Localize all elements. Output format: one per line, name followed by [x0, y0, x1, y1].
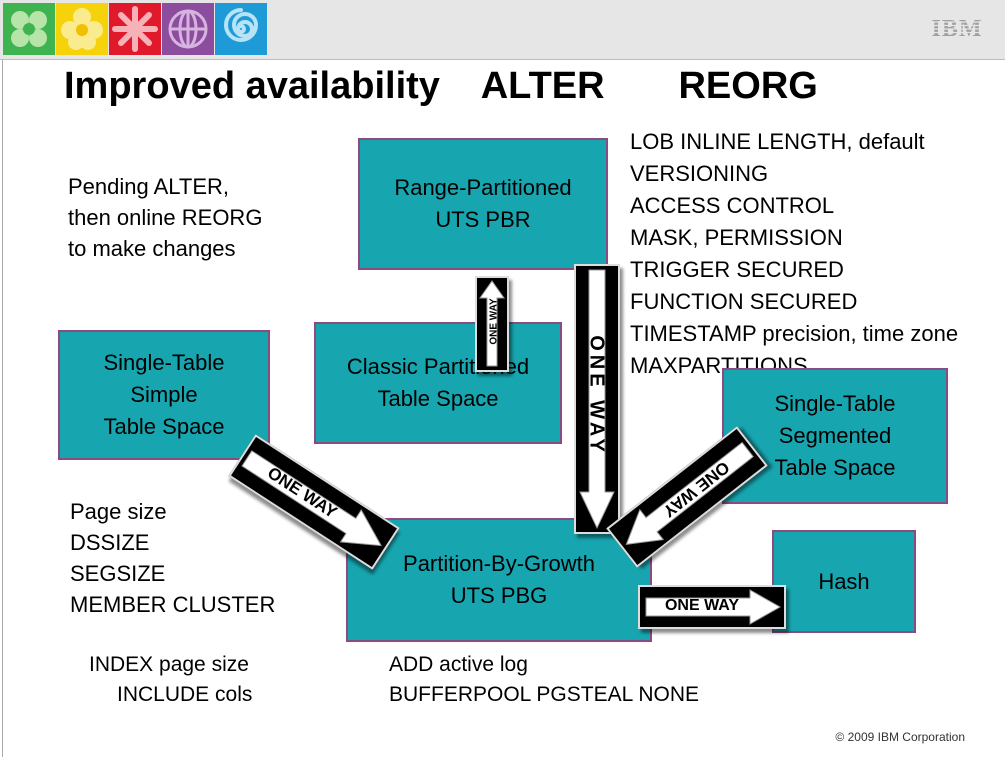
sign-label: ONE WAY — [585, 335, 608, 456]
box-line: Range-Partitioned — [394, 175, 572, 200]
option-line: INDEX page size — [89, 653, 249, 676]
option-line: VERSIONING — [630, 161, 769, 186]
blue-spiral-icon — [215, 3, 267, 55]
box-line: Table Space — [774, 455, 896, 480]
note-line: then online REORG — [68, 205, 263, 230]
note-line: to make changes — [68, 236, 236, 261]
sign-label: ONE WAY — [664, 597, 740, 614]
option-line: TRIGGER SECURED — [630, 257, 844, 282]
option-line: BUFFERPOOL PGSTEAL NONE — [389, 683, 700, 706]
copyright-footer: © 2009 IBM Corporation — [835, 730, 965, 744]
arrow-right-icon — [645, 589, 782, 625]
green-flower-icon — [3, 3, 55, 55]
hash-box: Hash — [772, 530, 916, 633]
arrow-left-icon — [625, 441, 754, 546]
single-table-simple-box: Single-Table Simple Table Space — [58, 330, 270, 460]
alter-options-list: LOB INLINE LENGTH, default VERSIONING AC… — [630, 126, 958, 382]
header-bar: IBM — [0, 0, 1005, 60]
box-line: Table Space — [377, 386, 499, 411]
box-line: UTS PBG — [450, 583, 548, 608]
single-table-segmented-box: Single-Table Segmented Table Space — [722, 368, 948, 504]
one-way-sign-range-to-pbg: ONE WAY — [574, 264, 620, 534]
option-line: LOB INLINE LENGTH, default — [630, 129, 925, 154]
box-line: Single-Table — [103, 350, 225, 375]
box-line: Hash — [818, 568, 870, 594]
arrow-right-icon — [241, 450, 382, 547]
one-way-sign-simple-to-pbg: ONE WAY — [228, 434, 400, 570]
classic-partitioned-box: Classic Partitioned Table Space — [314, 322, 562, 444]
red-asterisk-icon — [109, 3, 161, 55]
arrow-down-icon — [579, 269, 615, 530]
pending-alter-note: Pending ALTER, then online REORG to make… — [68, 171, 262, 264]
box-line: Single-Table — [774, 391, 896, 416]
note-line: Pending ALTER, — [68, 174, 230, 199]
one-way-sign-classic-to-range: ONE WAY — [475, 276, 509, 372]
arrow-up-icon — [479, 280, 505, 367]
option-line: MASK, PERMISSION — [630, 225, 843, 250]
option-line: SEGSIZE — [70, 561, 166, 586]
one-way-sign-segmented-to-pbg: ONE WAY — [606, 426, 768, 568]
purple-globe-icon — [162, 3, 214, 55]
sign-label: ONE WAY — [488, 298, 500, 345]
box-line: Segmented — [778, 423, 892, 448]
one-way-sign-pbg-to-hash: ONE WAY — [638, 585, 786, 629]
yellow-flower-icon — [56, 3, 108, 55]
option-line: Page size — [70, 499, 167, 524]
option-line: TIMESTAMP precision, time zone — [630, 321, 959, 346]
option-line: MEMBER CLUSTER — [70, 592, 276, 617]
ibm-logo: IBM — [927, 16, 987, 41]
box-line: Table Space — [103, 414, 225, 439]
header-divider — [0, 59, 1005, 60]
log-options-list: ADD active log BUFFERPOOL PGSTEAL NONE — [389, 650, 699, 710]
partition-by-growth-box: Partition-By-Growth UTS PBG — [346, 518, 652, 642]
box-line: Partition-By-Growth — [403, 551, 595, 576]
option-line: ADD active log — [389, 653, 528, 676]
range-partitioned-box: Range-Partitioned UTS PBR — [358, 138, 608, 270]
slide-left-border — [2, 60, 3, 757]
option-line: FUNCTION SECURED — [630, 289, 858, 314]
box-line: Simple — [130, 382, 198, 407]
option-line: INCLUDE cols — [117, 683, 253, 706]
slide-title: Improved availability ALTER REORG — [64, 65, 818, 107]
box-line: UTS PBR — [435, 207, 531, 232]
option-line: DSSIZE — [70, 530, 150, 555]
option-line: ACCESS CONTROL — [630, 193, 835, 218]
size-options-list: Page size DSSIZE SEGSIZE MEMBER CLUSTER — [70, 496, 275, 620]
index-options-list: INDEX page size INCLUDE cols — [89, 650, 252, 710]
